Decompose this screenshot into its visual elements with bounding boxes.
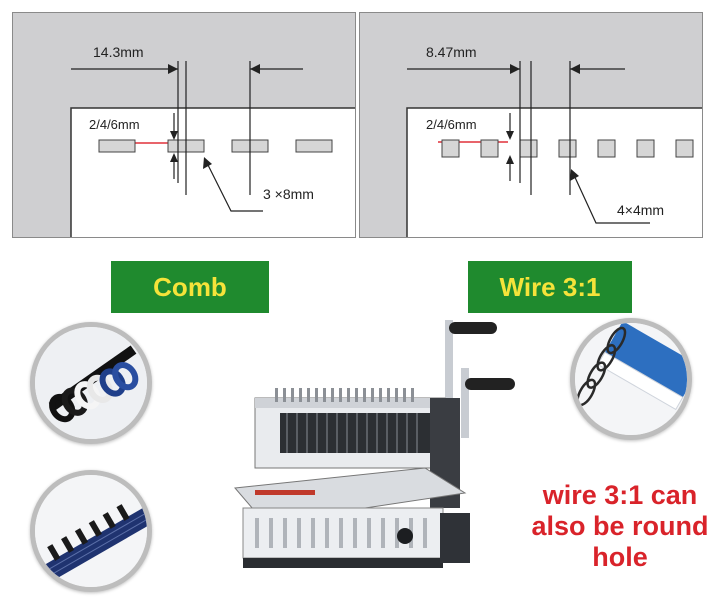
- comb-sample-image: [30, 322, 152, 444]
- margin-label: 2/4/6mm: [426, 117, 477, 132]
- pitch-label: 8.47mm: [426, 44, 477, 60]
- comb-hole: [98, 139, 136, 153]
- comb-hole-diagram: 14.3mm 2/4/6mm 3 ×8mm: [12, 12, 356, 238]
- round-hole-note: wire 3:1 can also be round hole: [531, 480, 709, 572]
- paper-sheet: [406, 107, 702, 237]
- wire-hole: [558, 139, 577, 158]
- wire-hole-diagram: 8.47mm 2/4/6mm 4×4mm: [359, 12, 703, 238]
- comb-hole: [295, 139, 333, 153]
- wire-hole: [519, 139, 538, 158]
- comb-label: Comb: [111, 261, 269, 313]
- paper-sheet: [70, 107, 355, 237]
- pitch-label: 14.3mm: [93, 44, 144, 60]
- wire-hole: [597, 139, 616, 158]
- wire-hole: [441, 139, 460, 158]
- wire-hole: [675, 139, 694, 158]
- hole-size-label: 3 ×8mm: [263, 186, 314, 202]
- margin-label: 2/4/6mm: [89, 117, 140, 132]
- wire-hole: [636, 139, 655, 158]
- hole-size-label: 4×4mm: [617, 202, 664, 218]
- wire-label: Wire 3:1: [468, 261, 632, 313]
- comb-spine-image: [30, 470, 152, 592]
- wire-hole: [480, 139, 499, 158]
- wire-binding-image: [570, 318, 692, 440]
- binding-machine-image: [225, 318, 525, 591]
